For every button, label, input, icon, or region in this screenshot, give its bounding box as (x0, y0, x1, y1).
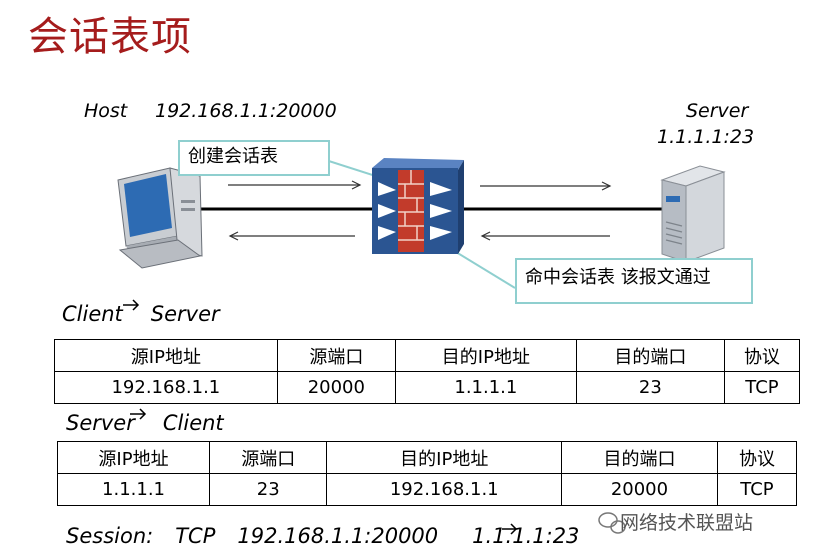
s2c-from: Server (66, 411, 135, 435)
arrow-left-1-head (228, 231, 239, 241)
cell-protocol: TCP (716, 473, 798, 506)
c2s-session-table: 源IP地址 源端口 目的IP地址 目的端口 协议 192.168.1.1 200… (54, 339, 801, 404)
session-to: 1.1.1.1:23 (472, 524, 580, 548)
firewall-icon (372, 158, 464, 254)
cell-dst-port: 23 (575, 371, 725, 404)
cell-dst-ip: 1.1.1.1 (394, 371, 577, 404)
header-src-ip: 源IP地址 (56, 441, 211, 474)
header-dst-ip: 目的IP地址 (326, 441, 562, 474)
header-src-port: 源端口 (276, 339, 396, 372)
header-dst-port: 目的端口 (575, 339, 725, 372)
cell-src-port: 23 (209, 473, 328, 506)
header-protocol: 协议 (723, 339, 801, 372)
arrow-right-2-head (601, 181, 612, 191)
table-row: 1.1.1.1 23 192.168.1.1 20000 TCP (56, 473, 798, 506)
page-title: 会话表项 (28, 14, 192, 60)
cell-src-ip: 1.1.1.1 (56, 473, 211, 506)
host-label: Host (84, 100, 128, 122)
c2s-from: Client (62, 302, 123, 326)
server-address: 1.1.1.1:23 (657, 126, 755, 148)
s2c-to: Client (162, 411, 224, 435)
cell-protocol: TCP (723, 371, 801, 404)
s2c-label: Server Client (66, 411, 224, 435)
c2s-arrow-head (132, 299, 140, 311)
pc-icon (117, 167, 203, 269)
cell-dst-ip: 192.168.1.1 (326, 473, 562, 506)
s2c-arrow-head (139, 408, 147, 420)
arrow-right-1-head (351, 180, 362, 190)
c2s-to: Server (150, 302, 220, 326)
server-icon (660, 165, 726, 263)
header-protocol: 协议 (716, 441, 798, 474)
arrow-left-2-head (480, 231, 491, 241)
header-src-port: 源端口 (209, 441, 328, 474)
header-dst-ip: 目的IP地址 (394, 339, 577, 372)
server-label: Server (686, 100, 749, 122)
s2c-session-table: 源IP地址 源端口 目的IP地址 目的端口 协议 1.1.1.1 23 192.… (56, 441, 798, 506)
callout-session-hit: 命中会话表 该报文通过 (515, 258, 753, 304)
cell-src-ip: 192.168.1.1 (54, 371, 278, 404)
callout-create-session: 创建会话表 (178, 140, 330, 176)
session-summary: Session: TCP 192.168.1.1:20000 1.1.1.1:23 (66, 524, 601, 548)
wechat-icon (598, 512, 626, 534)
session-label: Session: (66, 524, 154, 548)
watermark: 网络技术联盟站 (620, 512, 754, 534)
table-header-row: 源IP地址 源端口 目的IP地址 目的端口 协议 (54, 339, 801, 372)
callout-hit-leader (455, 251, 516, 289)
cell-src-port: 20000 (276, 371, 396, 404)
header-dst-port: 目的端口 (561, 441, 718, 474)
table-header-row: 源IP地址 源端口 目的IP地址 目的端口 协议 (56, 441, 798, 474)
table-row: 192.168.1.1 20000 1.1.1.1 23 TCP (54, 371, 801, 404)
host-address: 192.168.1.1:20000 (155, 100, 337, 122)
session-from: 192.168.1.1:20000 (237, 524, 439, 548)
cell-dst-port: 20000 (561, 473, 718, 506)
c2s-label: Client Server (62, 302, 220, 326)
session-protocol: TCP (175, 524, 216, 548)
header-src-ip: 源IP地址 (54, 339, 278, 372)
session-arrow-head (510, 523, 518, 535)
